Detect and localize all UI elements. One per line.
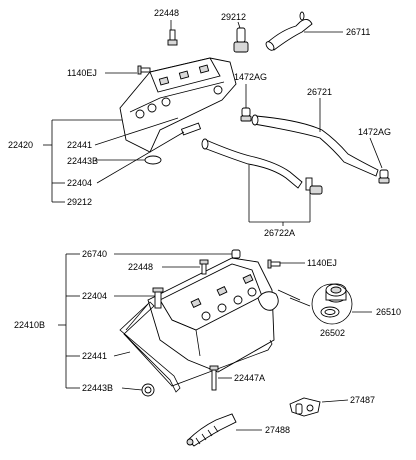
label-22420: 22420 xyxy=(8,140,33,150)
label-26510: 26510 xyxy=(376,307,401,317)
label-22443B-top: 22443B xyxy=(67,156,98,166)
cap-26740-part xyxy=(231,249,241,259)
bolt-1140EJ-bottom-part xyxy=(267,259,281,269)
clip-1472AG-left-part xyxy=(240,107,252,122)
label-22448-bottom: 22448 xyxy=(128,262,153,272)
label-22447A: 22447A xyxy=(234,373,265,383)
hose-26711-part xyxy=(265,11,313,51)
top-leader-lines xyxy=(43,20,383,226)
bolt-22447A-part xyxy=(209,365,219,391)
seal-22443B-bottom-inner xyxy=(144,386,152,394)
label-27487: 27487 xyxy=(350,395,375,405)
label-1472AG-right: 1472AG xyxy=(358,127,391,137)
label-1140EJ-bottom: 1140EJ xyxy=(307,258,337,268)
bracket-27487-part xyxy=(289,397,321,417)
hose-26722A-part xyxy=(201,138,323,195)
label-22410B: 22410B xyxy=(14,320,45,330)
label-26740: 26740 xyxy=(82,249,107,259)
label-22443B-bottom: 22443B xyxy=(82,383,113,393)
label-22441-top: 22441 xyxy=(67,140,92,150)
sensor-27488-part xyxy=(186,413,237,447)
part-labels: 22448 29212 26711 1140EJ 1472AG 26721 14… xyxy=(8,8,401,435)
seal-22443B-top-part xyxy=(144,155,162,165)
label-29212-bottom: 29212 xyxy=(67,197,92,207)
stud-22404-bottom-part xyxy=(152,287,164,309)
cover-22420-part xyxy=(119,57,237,153)
bolt-22448-top-part xyxy=(167,29,178,46)
stud-22404-top-part xyxy=(180,122,202,136)
label-27488: 27488 xyxy=(265,425,290,435)
label-1472AG-left: 1472AG xyxy=(234,72,267,82)
label-22441-bottom: 22441 xyxy=(82,351,107,361)
label-26502: 26502 xyxy=(320,328,345,338)
cover-22410B-part xyxy=(147,257,279,373)
label-22448-top: 22448 xyxy=(154,8,179,18)
label-26711: 26711 xyxy=(346,27,370,37)
clip-1472AG-right-part xyxy=(378,169,390,184)
label-1140EJ-top: 1140EJ xyxy=(67,68,97,78)
callout-circle-26502 xyxy=(311,283,353,325)
bolt-22448-bottom-part xyxy=(199,259,209,275)
label-29212-top: 29212 xyxy=(221,12,246,22)
plug-29212-part xyxy=(233,27,249,53)
label-26721: 26721 xyxy=(307,87,332,97)
cap-26510-part xyxy=(325,283,347,303)
label-22404-top: 22404 xyxy=(67,178,92,188)
bottom-leader-lines xyxy=(58,253,372,431)
label-22404-bottom: 22404 xyxy=(82,291,107,301)
label-26722A: 26722A xyxy=(264,228,295,238)
bolt-1140EJ-top-part xyxy=(137,65,151,75)
gasket-22441-bottom-part xyxy=(119,301,273,393)
oring-26502-part xyxy=(320,306,340,318)
